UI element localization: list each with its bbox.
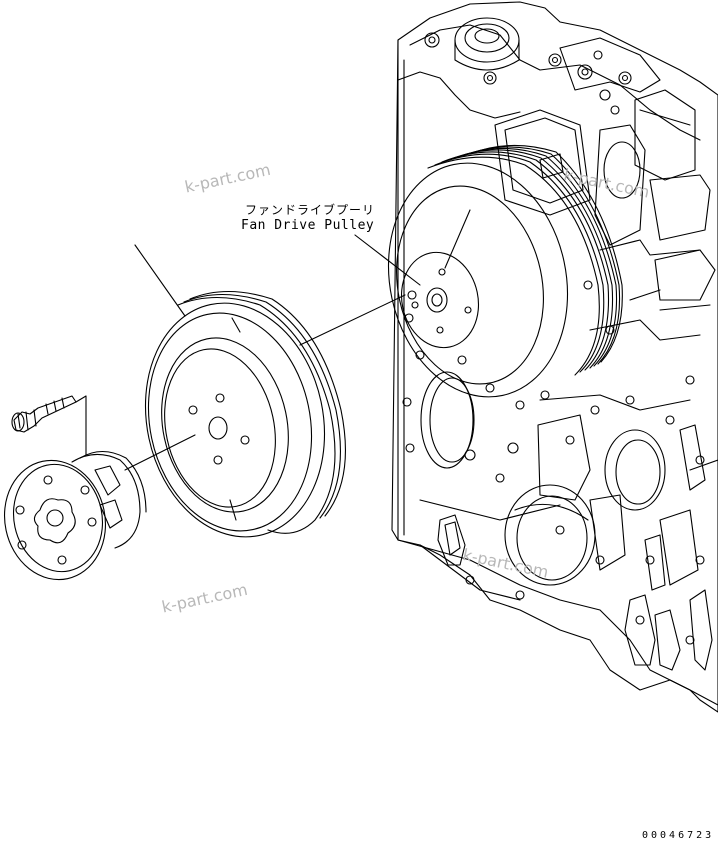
callout-label-japanese: ファンドライブプーリ	[245, 203, 376, 217]
installed-pulley	[387, 144, 623, 398]
spacer-flange	[3, 450, 147, 581]
engine-front-housing	[391, 1, 718, 713]
bolt	[11, 395, 87, 456]
fan-drive-pulley-part	[124, 244, 406, 538]
figure-number: 00046723	[642, 830, 715, 841]
callout-label-english: Fan Drive Pulley	[241, 218, 375, 233]
callout-leader-line	[354, 234, 421, 286]
